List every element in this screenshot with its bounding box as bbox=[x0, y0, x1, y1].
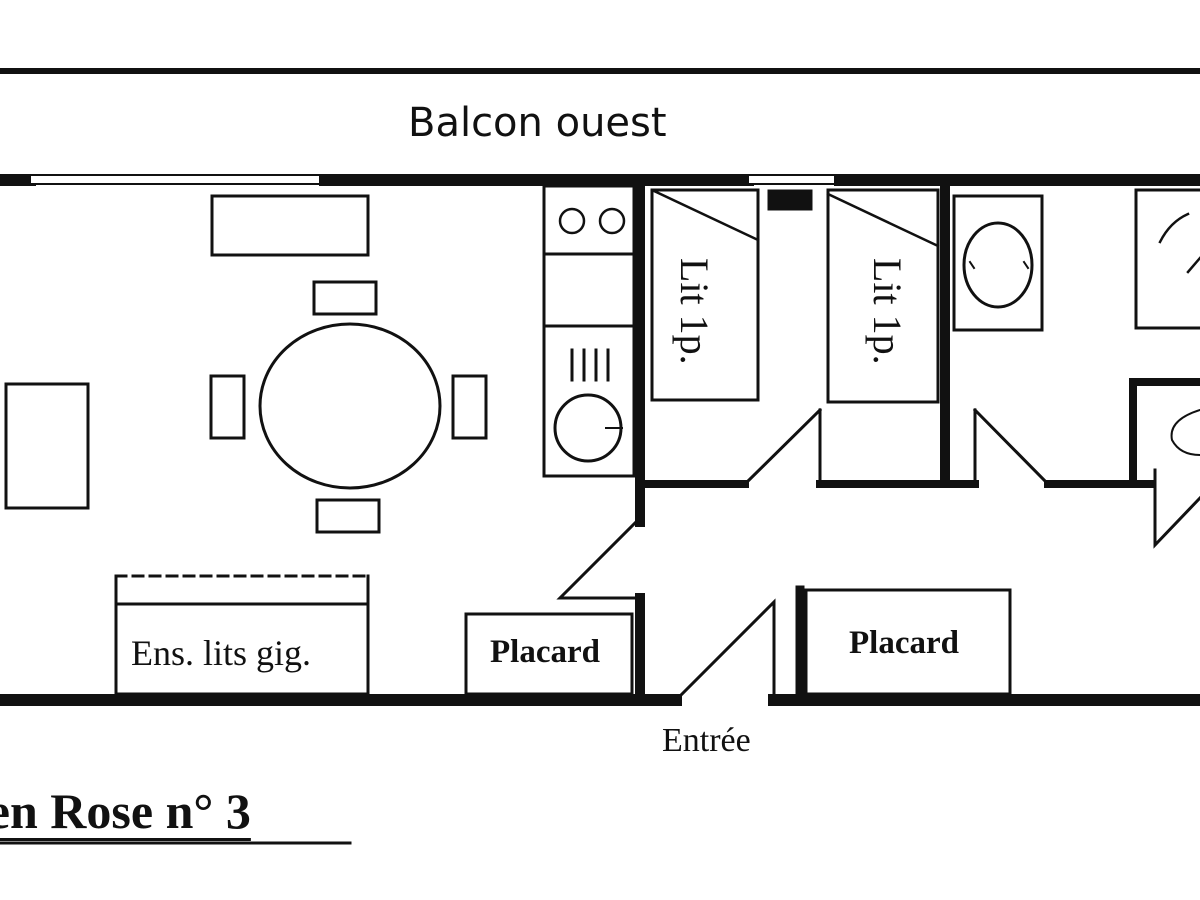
closet-1 bbox=[464, 612, 634, 696]
bed-1 bbox=[650, 188, 760, 402]
bathtub-outline bbox=[952, 194, 1044, 332]
bed-2-label: Lit 1p. bbox=[865, 258, 910, 365]
wc-toilet bbox=[1170, 408, 1200, 457]
bedroom1-door bbox=[742, 407, 823, 487]
wc-door bbox=[1153, 468, 1200, 549]
plan-title: pen Rose n° 3 bbox=[0, 783, 251, 839]
radiator bbox=[767, 189, 813, 211]
hob-burner bbox=[558, 207, 586, 235]
sideboard bbox=[210, 194, 370, 257]
bathroom-door bbox=[972, 407, 1051, 487]
bed-1-label: Lit 1p. bbox=[672, 258, 717, 365]
shower-tray bbox=[1134, 188, 1200, 330]
entrance-label: Entrée bbox=[662, 722, 751, 759]
dining-table bbox=[258, 322, 442, 490]
sofa-bed bbox=[114, 602, 370, 696]
entrance-door bbox=[673, 598, 776, 703]
chair bbox=[315, 498, 381, 534]
bed-2 bbox=[826, 188, 940, 404]
closet-2 bbox=[804, 588, 1012, 696]
living-door bbox=[556, 519, 639, 600]
chair bbox=[312, 280, 378, 316]
bed-1-pillow bbox=[650, 188, 760, 242]
armchair bbox=[4, 382, 90, 510]
kitchen-counter bbox=[542, 184, 636, 478]
hob-burner bbox=[598, 207, 626, 235]
shower-fixture bbox=[1186, 256, 1200, 274]
bedroom-window bbox=[747, 174, 841, 185]
washbasin bbox=[962, 221, 1034, 309]
closet-1-label: Placard bbox=[490, 634, 600, 670]
shower-fixture bbox=[1158, 212, 1190, 244]
closet-2-label: Placard bbox=[849, 625, 959, 661]
bed-2-pillow bbox=[826, 192, 940, 248]
balcony-label: Balcon ouest bbox=[408, 100, 667, 146]
chair bbox=[451, 374, 488, 440]
living-window bbox=[29, 174, 326, 185]
chair bbox=[209, 374, 246, 440]
sofa-beds-label: Ens. lits gig. bbox=[131, 633, 312, 673]
